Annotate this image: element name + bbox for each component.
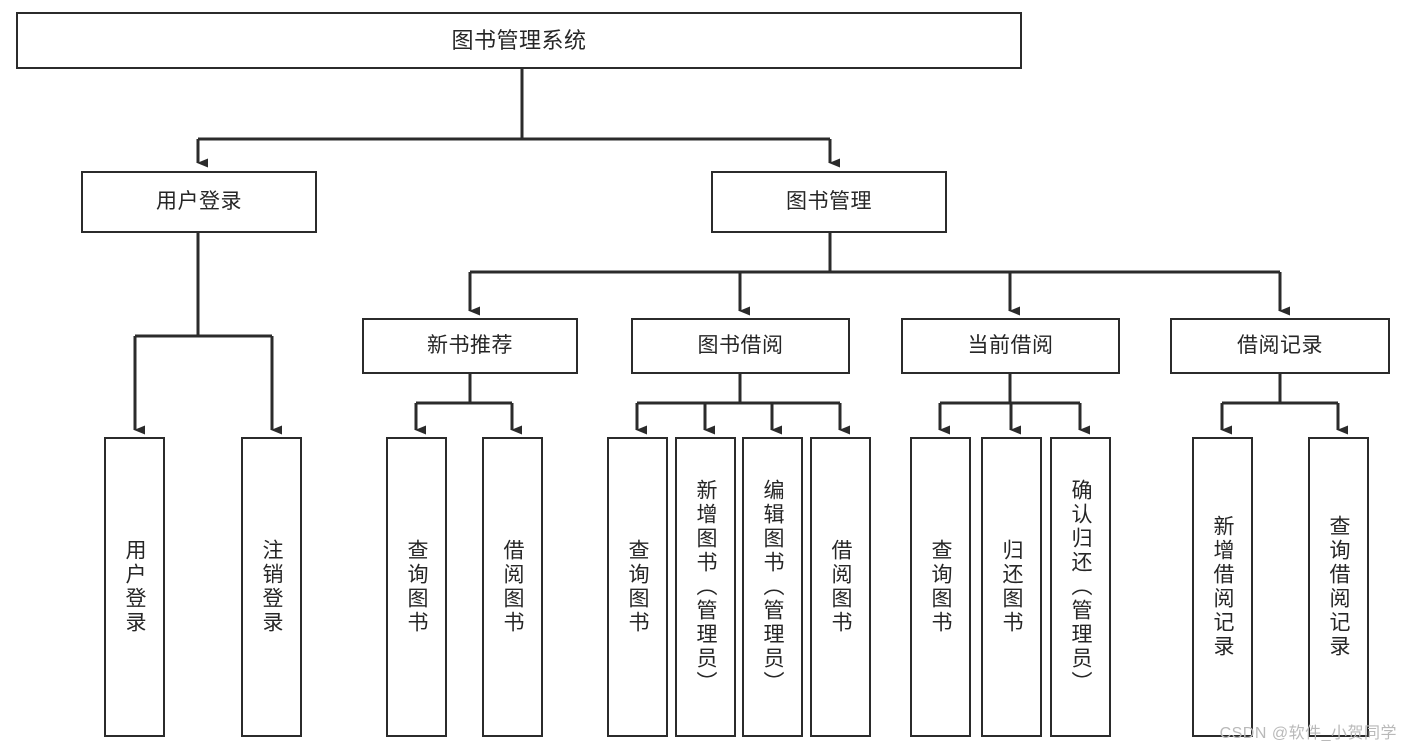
leaf-add-book[interactable]: 新增图书（管理员） <box>675 437 736 737</box>
node-current-borrow[interactable]: 当前借阅 <box>901 318 1120 374</box>
leaf-query-book-1-label: 查询图书 <box>405 539 428 635</box>
leaf-query-book-3-label: 查询图书 <box>929 539 952 635</box>
leaf-query-record-label: 查询借阅记录 <box>1327 515 1350 659</box>
node-root-label: 图书管理系统 <box>451 27 587 53</box>
leaf-query-book-3[interactable]: 查询图书 <box>910 437 971 737</box>
leaf-user-logout-label: 注销登录 <box>260 539 283 635</box>
leaf-return-book-label: 归还图书 <box>1000 539 1023 635</box>
leaf-borrow-book-2[interactable]: 借阅图书 <box>810 437 871 737</box>
leaf-user-logout[interactable]: 注销登录 <box>241 437 302 737</box>
node-user-login[interactable]: 用户登录 <box>81 171 317 233</box>
node-new-book-recommend[interactable]: 新书推荐 <box>362 318 578 374</box>
node-new-book-recommend-label: 新书推荐 <box>427 333 513 357</box>
leaf-add-record-label: 新增借阅记录 <box>1211 515 1234 659</box>
leaf-query-book-1[interactable]: 查询图书 <box>386 437 447 737</box>
leaf-borrow-book-1-label: 借阅图书 <box>501 539 524 635</box>
leaf-borrow-book-2-label: 借阅图书 <box>829 539 852 635</box>
leaf-user-login-label: 用户登录 <box>123 539 146 635</box>
node-book-borrow[interactable]: 图书借阅 <box>631 318 850 374</box>
node-borrow-record-label: 借阅记录 <box>1237 333 1323 357</box>
leaf-borrow-book-1[interactable]: 借阅图书 <box>482 437 543 737</box>
leaf-add-record[interactable]: 新增借阅记录 <box>1192 437 1253 737</box>
leaf-edit-book-label: 编辑图书（管理员） <box>761 479 784 695</box>
leaf-user-login[interactable]: 用户登录 <box>104 437 165 737</box>
node-book-manage[interactable]: 图书管理 <box>711 171 947 233</box>
leaf-query-book-2-label: 查询图书 <box>626 539 649 635</box>
leaf-confirm-return-label: 确认归还（管理员） <box>1069 479 1092 695</box>
watermark: CSDN @软件_小贺同学 <box>1219 725 1397 742</box>
leaf-return-book[interactable]: 归还图书 <box>981 437 1042 737</box>
leaf-confirm-return[interactable]: 确认归还（管理员） <box>1050 437 1111 737</box>
leaf-query-record[interactable]: 查询借阅记录 <box>1308 437 1369 737</box>
leaf-add-book-label: 新增图书（管理员） <box>694 479 717 695</box>
node-user-login-label: 用户登录 <box>156 189 242 213</box>
leaf-edit-book[interactable]: 编辑图书（管理员） <box>742 437 803 737</box>
node-borrow-record[interactable]: 借阅记录 <box>1170 318 1390 374</box>
node-current-borrow-label: 当前借阅 <box>967 333 1054 357</box>
node-book-manage-label: 图书管理 <box>786 189 872 213</box>
node-book-borrow-label: 图书借阅 <box>697 333 784 357</box>
leaf-query-book-2[interactable]: 查询图书 <box>607 437 668 737</box>
node-root[interactable]: 图书管理系统 <box>16 12 1022 69</box>
